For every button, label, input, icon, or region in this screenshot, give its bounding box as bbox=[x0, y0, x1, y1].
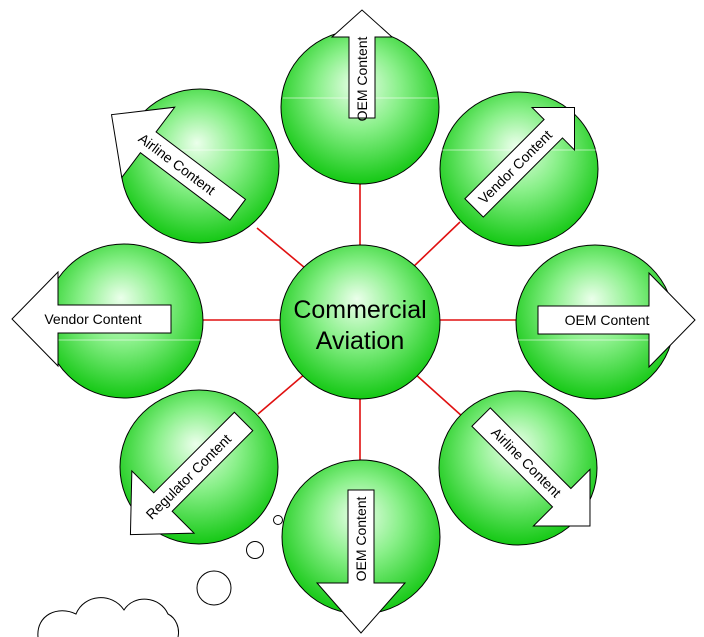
connectors bbox=[200, 184, 518, 460]
thought-dot-small bbox=[273, 515, 283, 525]
arrow-s bbox=[315, 489, 407, 634]
arrow-se bbox=[471, 407, 591, 527]
arrow-n bbox=[330, 9, 394, 119]
node-label-e: OEM Content bbox=[565, 312, 650, 328]
connector-se bbox=[413, 372, 464, 418]
arrow-ne bbox=[464, 107, 575, 218]
node-label-s: OEM Content bbox=[353, 496, 369, 581]
center-ball bbox=[279, 244, 441, 400]
node-e: OEM Content bbox=[537, 271, 696, 369]
connector-nw bbox=[256, 227, 306, 269]
node-label-n: OEM Content bbox=[354, 36, 370, 121]
center-title-line-1: Commercial bbox=[293, 296, 426, 324]
connector-ne bbox=[410, 221, 461, 270]
arrow-nw bbox=[110, 106, 247, 221]
thought-dot-large bbox=[196, 570, 232, 606]
arrow-sw bbox=[129, 411, 254, 536]
node-n: OEM Content bbox=[330, 9, 394, 121]
center-title-line-2: Aviation bbox=[316, 327, 405, 355]
thought-cloud bbox=[37, 597, 179, 637]
connector-sw bbox=[257, 372, 307, 415]
thought-bubble bbox=[37, 515, 283, 637]
node-s: OEM Content bbox=[315, 489, 407, 634]
arrow-e bbox=[537, 271, 696, 369]
thought-dot-medium bbox=[246, 541, 264, 559]
arrow-w bbox=[11, 270, 172, 368]
node-w: Vendor Content bbox=[11, 270, 172, 368]
node-label-w: Vendor Content bbox=[44, 311, 141, 327]
